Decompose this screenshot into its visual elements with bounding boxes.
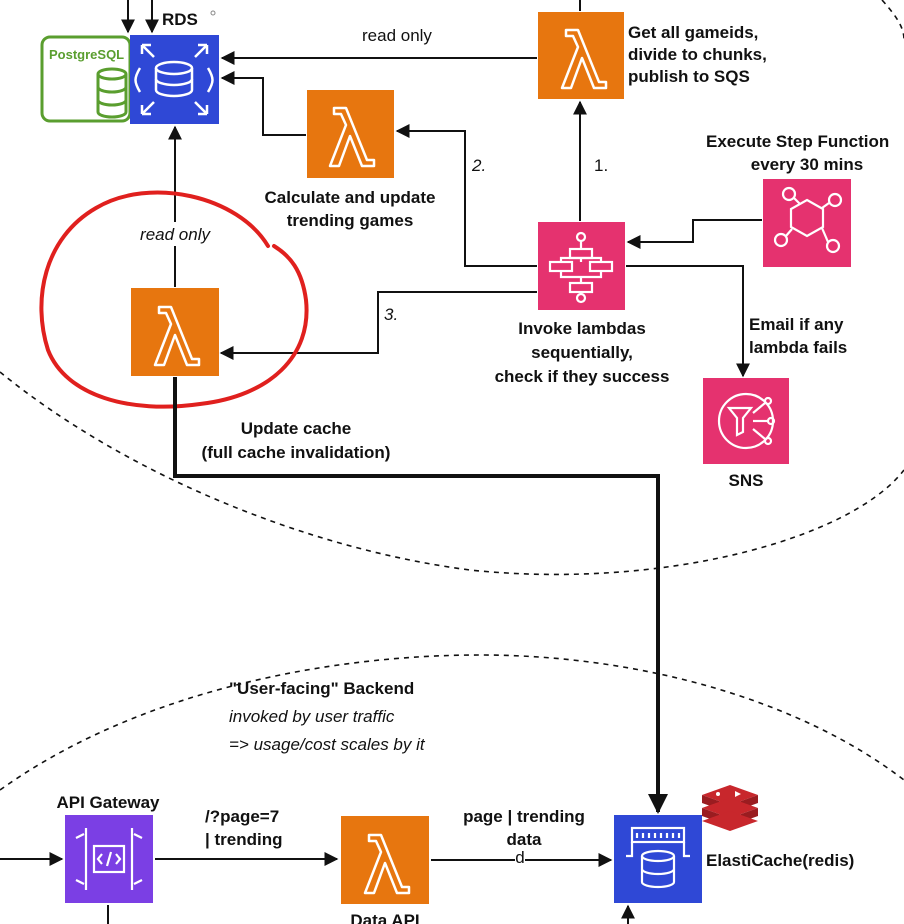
sns-label: SNS [729, 471, 764, 490]
rds-incoming-top-arrows [121, 0, 159, 34]
edge-step-3: 3. [219, 291, 537, 360]
api-gateway-node[interactable]: API Gateway [57, 793, 161, 903]
edge-step-1: 1. [573, 100, 608, 221]
lambda-symbol [328, 106, 376, 168]
edge-update-cache-to-rds: read only [132, 125, 218, 287]
postgres-db-icon [96, 67, 128, 119]
edge-get-all-to-rds: read only [220, 26, 537, 65]
lambda-data-api-node[interactable]: Data API [341, 816, 429, 924]
lambda-icon [307, 90, 394, 178]
edge-calc-to-rds [220, 71, 306, 136]
edge-read-only-top-label: read only [362, 26, 432, 45]
step-function-line3: check if they success [495, 367, 670, 386]
lambda-update-cache-line1: Update cache [241, 419, 352, 438]
lambda-get-all-line1: Get all gameids, [628, 23, 758, 42]
eventbridge-line1: Execute Step Function [706, 132, 889, 151]
lambda-icon [341, 816, 429, 904]
redis-icon [702, 785, 758, 831]
elasticache-symbol [626, 826, 690, 889]
elasticache-icon [614, 815, 702, 903]
postgres-label: PostgreSQL [49, 47, 124, 62]
edge-sns-line1: Email if any [749, 315, 844, 334]
lambda-update-cache-line2: (full cache invalidation) [202, 443, 391, 462]
lambda-icon [538, 12, 624, 99]
backend-region-label: "User-facing" Backend invoked by user tr… [229, 679, 426, 754]
edge-update-cache-to-elasticache [173, 377, 668, 814]
rds-icon [130, 35, 219, 124]
edge-step1-label: 1. [594, 156, 608, 175]
backend-sub2: => usage/cost scales by it [229, 735, 426, 754]
highlight-circle [39, 190, 309, 409]
sns-icon [703, 378, 789, 464]
backend-sub1: invoked by user traffic [229, 707, 395, 726]
edge-sns-line2: lambda fails [749, 338, 847, 357]
edge-cache-small: d [515, 848, 524, 867]
edge-api-line1: /?page=7 [205, 807, 279, 826]
edge-step-2: 2. [395, 124, 537, 267]
lambda-calc-node[interactable]: Calculate and update trending games [265, 90, 436, 230]
lambda-update-cache-node[interactable]: Update cache (full cache invalidation) [131, 288, 390, 462]
backend-region-boundary [0, 654, 904, 791]
edge-step-to-sns: Email if any lambda fails [626, 265, 847, 378]
lambda-get-all-node[interactable]: Get all gameids, divide to chunks, publi… [538, 12, 767, 99]
edge-data-api-to-elasticache: page | trending data d [431, 807, 613, 867]
eventbridge-node[interactable]: Execute Step Function every 30 mins [706, 132, 889, 267]
lambda-symbol [153, 305, 201, 367]
backend-title: "User-facing" Backend [229, 679, 414, 698]
lambda-data-api-label: Data API [350, 911, 419, 924]
elasticache-node[interactable]: ElastiCache(redis) [614, 785, 854, 903]
lambda-symbol [560, 28, 608, 90]
eventbridge-symbol [773, 186, 843, 254]
elasticache-label: ElastiCache(redis) [706, 851, 854, 870]
api-gateway-symbol [75, 828, 143, 890]
lambda-get-all-line2: divide to chunks, [628, 45, 767, 64]
sns-node[interactable]: SNS [703, 378, 789, 490]
step-function-node[interactable]: Invoke lambdas sequentially, check if th… [495, 222, 670, 386]
edge-step2-label: 2. [471, 156, 486, 175]
edge-cache-line1: page | trending [463, 807, 585, 826]
rds-label: RDS [162, 10, 198, 29]
edge-cache-line2: data [507, 830, 543, 849]
eventbridge-icon [763, 179, 851, 267]
step-function-line1: Invoke lambdas [518, 319, 646, 338]
rds-database-icon [134, 43, 214, 116]
edge-eventbridge-to-step [626, 219, 762, 249]
step-function-line2: sequentially, [531, 343, 633, 362]
async-region-boundary [0, 371, 904, 576]
rds-label-dot [210, 10, 216, 16]
edge-step3-label: 3. [384, 305, 398, 324]
lambda-get-all-line3: publish to SQS [628, 67, 750, 86]
edge-read-only-left-label: read only [140, 225, 211, 244]
lambda-symbol [363, 833, 411, 895]
edge-api-to-data-api: /?page=7 | trending [155, 807, 339, 866]
step-function-icon [538, 222, 625, 310]
edge-api-line2: | trending [205, 830, 282, 849]
sns-symbol [717, 392, 776, 450]
eventbridge-line2: every 30 mins [751, 155, 863, 174]
lambda-calc-line2: trending games [287, 211, 414, 230]
step-function-symbol [548, 231, 614, 304]
async-region-boundary-top [881, 0, 904, 41]
lambda-calc-line1: Calculate and update [265, 188, 436, 207]
rds-node[interactable]: PostgreSQL RDS [40, 10, 219, 124]
lambda-icon [131, 288, 219, 376]
api-gateway-label: API Gateway [57, 793, 161, 812]
